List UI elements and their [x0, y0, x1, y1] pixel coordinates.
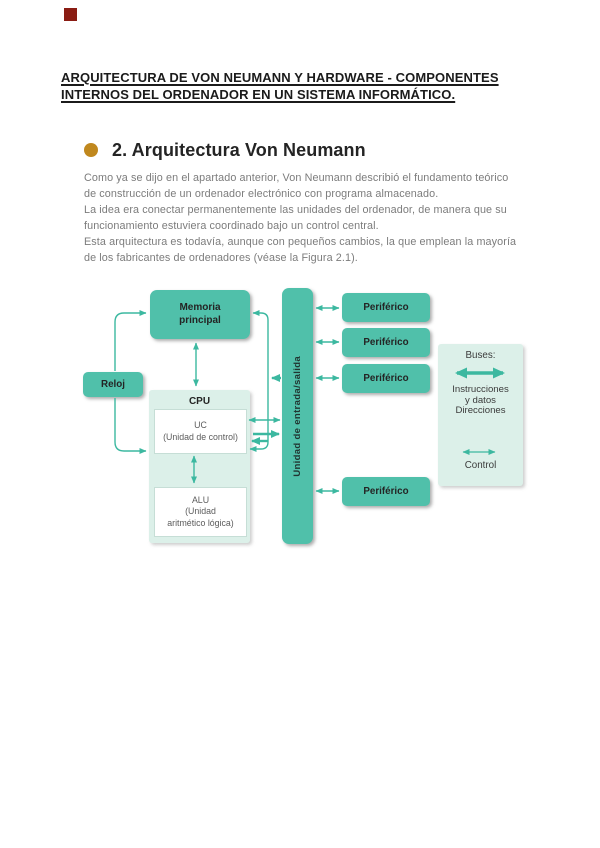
diagram-node-memoria-principal: Memoria principal [150, 290, 250, 339]
legend-bus-types: Instrucciones y datos Direcciones [438, 384, 523, 417]
cpu-label: CPU [188, 396, 211, 407]
arrow-bus-memoria-to-uc [249, 310, 269, 452]
periferico-4-label: Periférico [363, 486, 409, 497]
diagram-node-periferico-4: Periférico [342, 477, 430, 506]
alu-label-line3: aritmético lógica) [167, 517, 234, 528]
paragraph-1-line1: Como ya se dijo en el apartado anterior,… [84, 172, 509, 184]
paragraph-1-line2: de construcción de un ordenador electrón… [84, 187, 439, 200]
uc-label-line1: UC [194, 420, 207, 430]
legend-control: Control [464, 460, 497, 471]
memoria-label-line2: principal [179, 314, 221, 326]
periferico-1-label: Periférico [363, 302, 409, 313]
diagram-node-periferico-3: Periférico [342, 364, 430, 393]
legend-title: Buses: [465, 350, 496, 361]
legend-direcciones: Direcciones [455, 405, 506, 416]
diagram-node-periferico-1: Periférico [342, 293, 430, 322]
alu-label-line1: ALU [191, 494, 210, 505]
paragraph-2-line2: funcionamiento estuviera coordinado bajo… [84, 219, 379, 232]
periferico-2-label: Periférico [363, 337, 409, 348]
page-marker-icon [64, 8, 77, 21]
arrow-reloj-to-memoria [114, 310, 147, 371]
paragraph-3-line1: Esta arquitectura es todavía, aunque con… [84, 236, 517, 248]
paragraph-2-line1: La idea era conectar permanentemente las… [84, 204, 507, 216]
legend-y-datos: y datos [465, 394, 496, 406]
uc-label-line2: (Unidad de control) [163, 431, 238, 442]
reloj-label: Reloj [101, 379, 125, 390]
alu-label-line2: (Unidad [185, 506, 216, 517]
document-title: ARQUITECTURA DE VON NEUMANN Y HARDWARE -… [61, 69, 541, 103]
paragraph-3-line2: de los fabricantes de ordenadores (véase… [84, 251, 358, 264]
paragraph-3: Esta arquitectura es todavía, aunque con… [84, 235, 534, 266]
es-label: Unidad de entrada/salida [292, 355, 303, 477]
diagram-node-reloj: Reloj [83, 372, 143, 397]
legend-instrucciones: Instrucciones [452, 384, 509, 395]
diagram-node-cpu: CPU UC (Unidad de control) ALU (Unidad a… [149, 390, 250, 543]
memoria-label: Memoria principal [179, 302, 221, 327]
diagram-node-alu: ALU (Unidad aritmético lógica) [154, 487, 247, 537]
paragraph-2: La idea era conectar permanentemente las… [84, 203, 534, 234]
arrow-reloj-to-cpu [114, 398, 147, 454]
diagram-node-periferico-2: Periférico [342, 328, 430, 357]
section-heading: 2. Arquitectura Von Neumann [112, 140, 366, 160]
diagram-node-unidad-entrada-salida: Unidad de entrada/salida [282, 288, 313, 544]
paragraph-1: Como ya se dijo en el apartado anterior,… [84, 171, 534, 202]
periferico-3-label: Periférico [363, 373, 409, 384]
memoria-label-line1: Memoria [179, 302, 221, 313]
section-bullet-icon [84, 143, 98, 157]
diagram-legend-buses: Buses: Instrucciones y datos Direcciones… [438, 344, 523, 486]
document-title-line2: INTERNOS DEL ORDENADOR EN UN SISTEMA INF… [61, 87, 456, 102]
document-title-line1: ARQUITECTURA DE VON NEUMANN Y HARDWARE -… [61, 70, 499, 85]
diagram-node-uc: UC (Unidad de control) [154, 409, 247, 454]
